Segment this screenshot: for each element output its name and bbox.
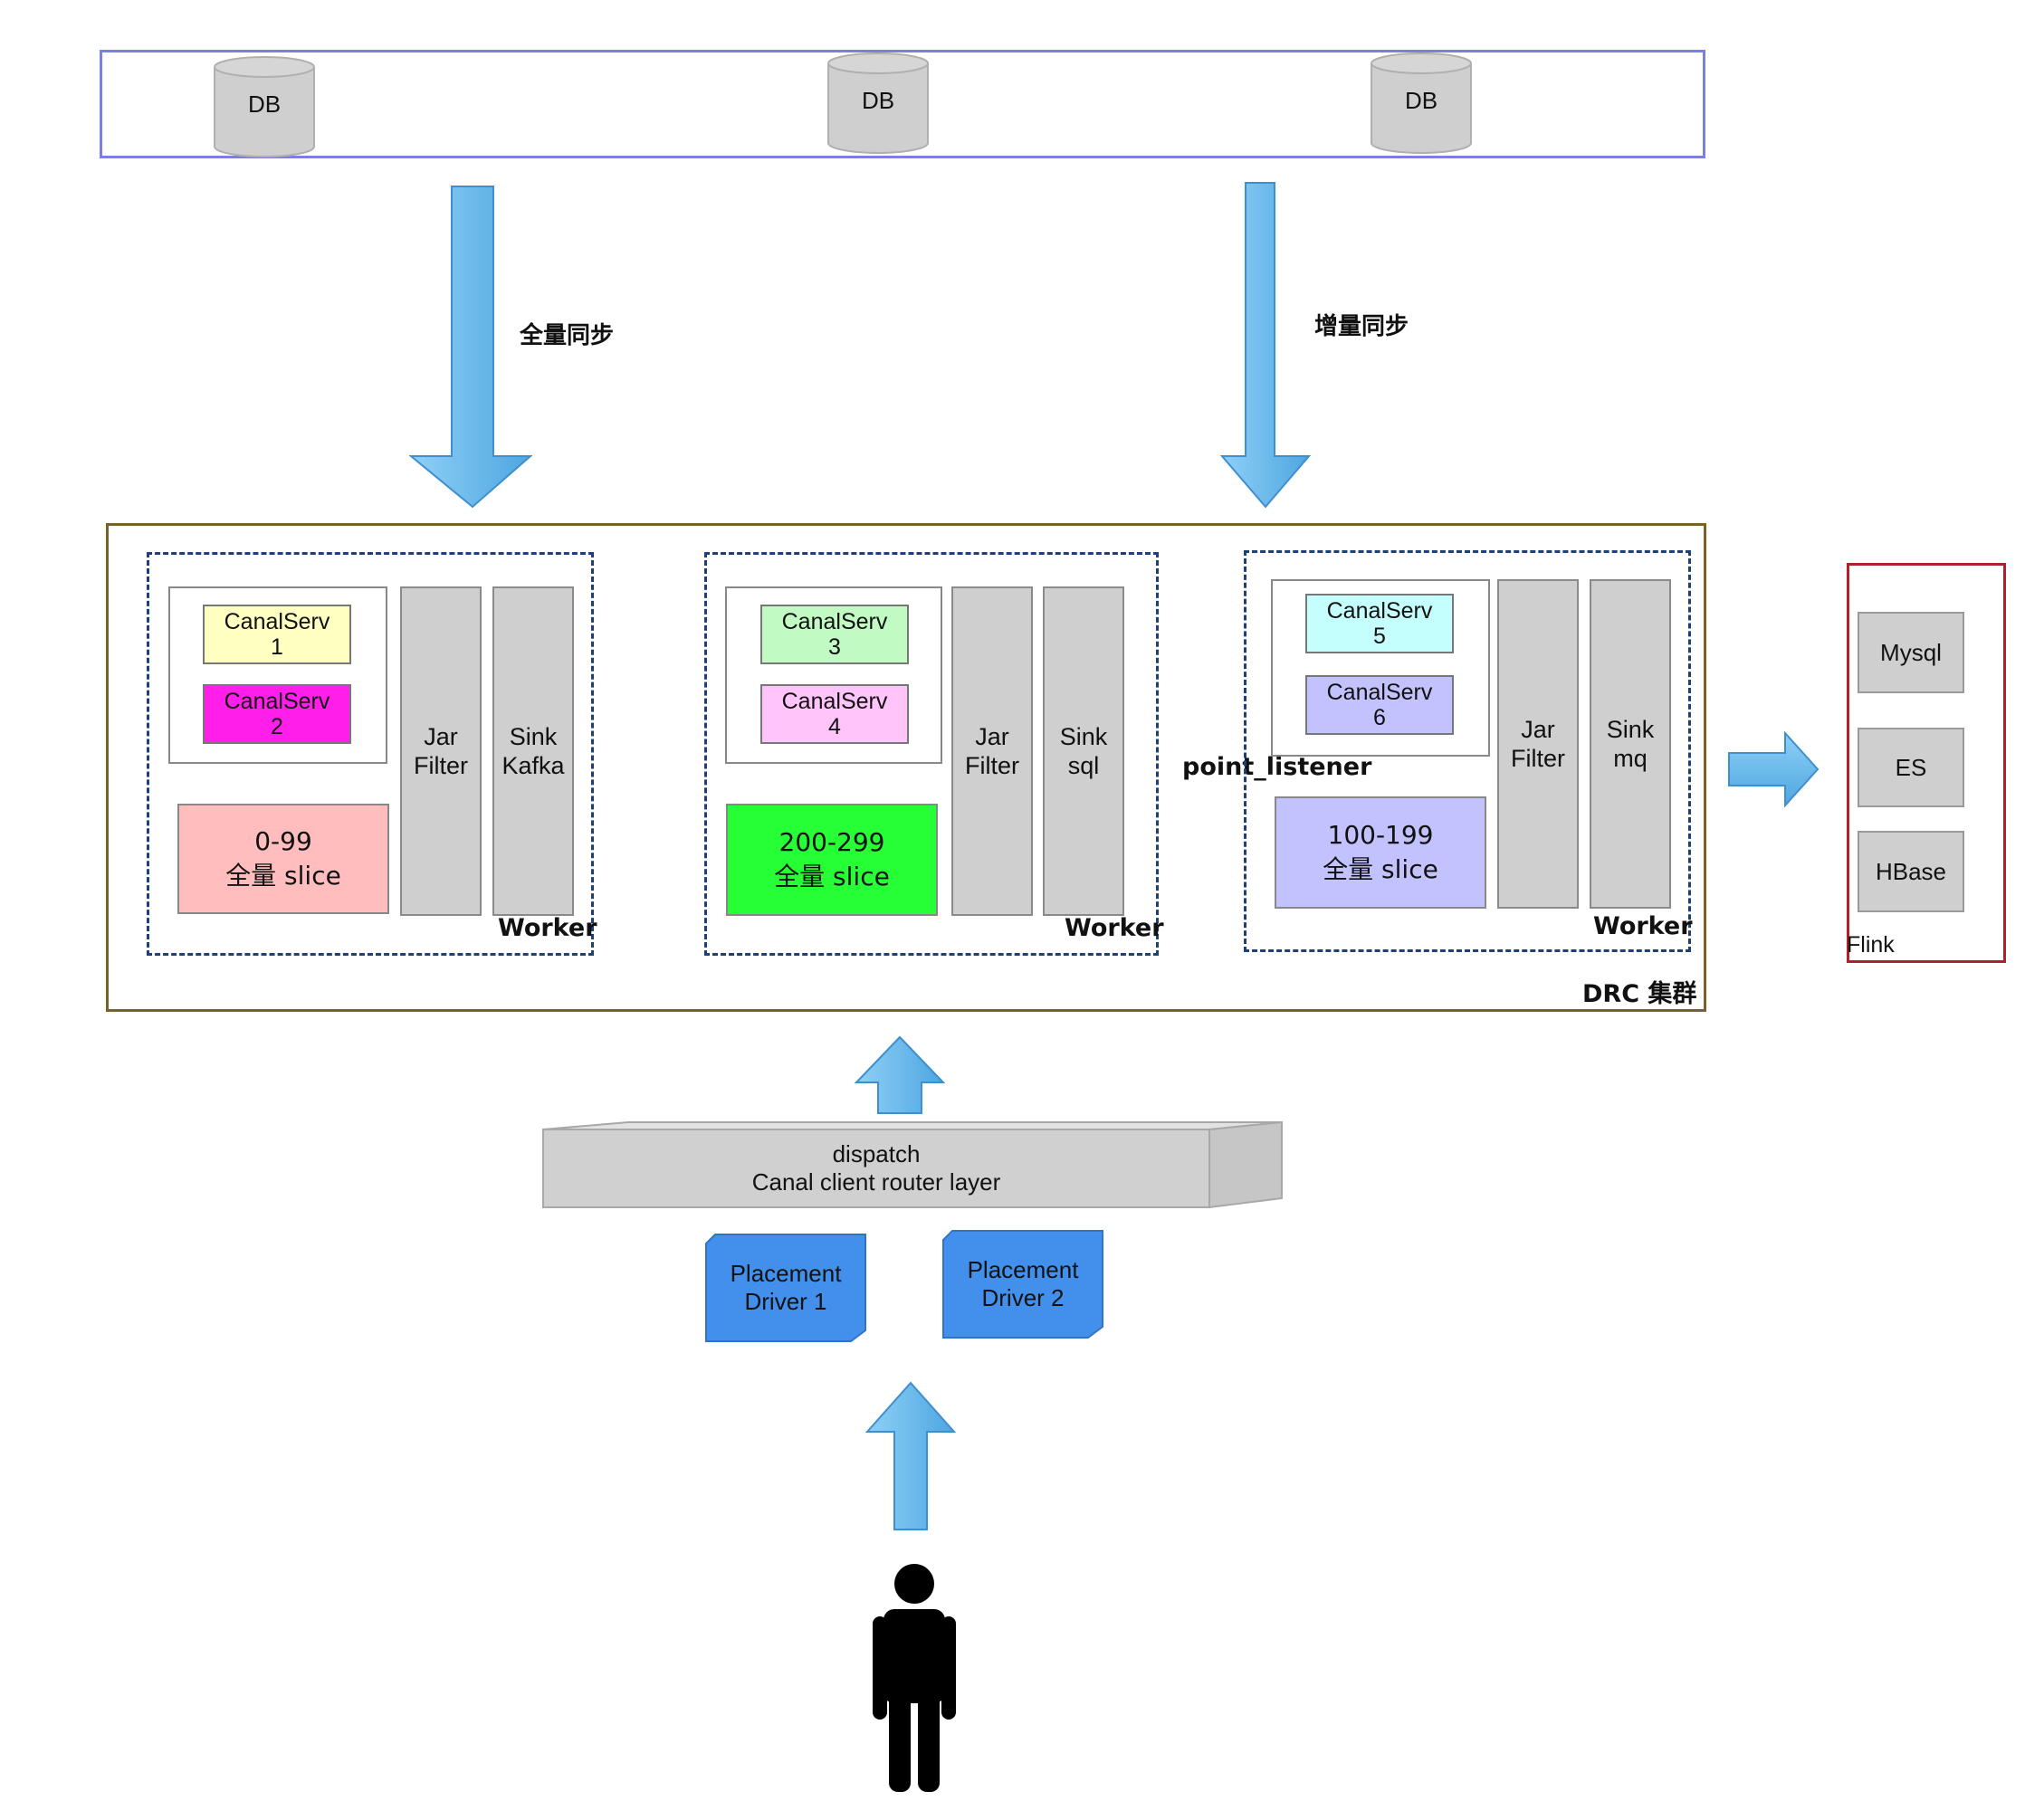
jar-filter-3[interactable]: Jar Filter	[1497, 579, 1579, 909]
sink-sql[interactable]: Sink sql	[1043, 586, 1124, 916]
point-listener-label: point_listener	[1182, 753, 1372, 781]
canal-serv-5[interactable]: CanalServ 5	[1305, 594, 1454, 653]
slice-range: 0-99	[254, 826, 312, 856]
canal-serv-1[interactable]: CanalServ 1	[203, 605, 351, 664]
db-panel	[100, 50, 1705, 158]
flink-label: Flink	[1847, 932, 1895, 958]
dispatch-layer[interactable]: dispatch Canal client router layer	[543, 1129, 1209, 1207]
incremental-sync-label: 增量同步	[1314, 313, 1409, 340]
worker-1[interactable]	[147, 552, 594, 956]
canal-serv-num: 1	[271, 634, 283, 660]
output-arrow-icon	[1728, 731, 1820, 808]
sink-line1: Sink	[1606, 716, 1655, 743]
incremental-sync-arrow-icon	[1219, 182, 1312, 509]
db-cylinder-1[interactable]: DB	[214, 56, 315, 157]
database-icon	[1371, 52, 1472, 154]
canal-serv-num: 3	[828, 634, 841, 660]
canal-serv-name: CanalServ	[224, 689, 330, 714]
worker-label: Worker	[1065, 914, 1164, 942]
worker-3[interactable]	[1244, 550, 1691, 952]
sink-mysql[interactable]: Mysql	[1858, 612, 1964, 693]
dispatch-layer-shape	[542, 1120, 1283, 1209]
slice-range: 200-299	[778, 827, 885, 857]
db-cylinder-3[interactable]: DB	[1371, 52, 1472, 154]
dispatch-line2: Canal client router layer	[751, 1168, 1001, 1196]
slice-0-99[interactable]: 0-99 全量 slice	[177, 804, 389, 914]
full-sync-label: 全量同步	[520, 322, 615, 349]
driver-line2: Driver 2	[981, 1284, 1065, 1311]
sink-line2: sql	[1067, 752, 1100, 779]
worker-2[interactable]	[704, 552, 1159, 956]
sink-hbase[interactable]: HBase	[1858, 831, 1964, 912]
sink-es[interactable]: ES	[1858, 728, 1964, 807]
database-icon	[827, 52, 929, 154]
placement-driver-1[interactable]: Placement Driver 1	[706, 1234, 865, 1341]
driver-line1: Placement	[730, 1260, 842, 1287]
jar-filter-line1: Jar	[975, 723, 1009, 750]
sink-line1: Sink	[509, 723, 558, 750]
placement-driver-1-shape	[705, 1234, 866, 1342]
worker-label: Worker	[498, 914, 597, 942]
user-up-arrow-icon	[865, 1381, 956, 1530]
canal-serv-name: CanalServ	[1326, 680, 1433, 705]
jar-filter-line2: Filter	[414, 752, 468, 779]
jar-filter-line1: Jar	[1521, 716, 1555, 743]
db-cylinder-2[interactable]: DB	[827, 52, 929, 154]
jar-filter-2[interactable]: Jar Filter	[951, 586, 1033, 916]
slice-text: 全量 slice	[225, 861, 341, 891]
canal-serv-name: CanalServ	[1326, 598, 1433, 624]
jar-filter-1[interactable]: Jar Filter	[400, 586, 482, 916]
canal-serv-4[interactable]: CanalServ 4	[760, 684, 909, 744]
db-label: DB	[861, 87, 895, 114]
worker-label: Worker	[1593, 912, 1693, 940]
full-sync-arrow-icon	[409, 186, 532, 509]
slice-text: 全量 slice	[1323, 854, 1438, 884]
dispatch-up-arrow-icon	[855, 1035, 945, 1114]
drc-cluster	[106, 523, 1706, 1012]
jar-filter-line2: Filter	[965, 752, 1019, 779]
canal-serv-2[interactable]: CanalServ 2	[203, 684, 351, 744]
placement-driver-2[interactable]: Placement Driver 2	[943, 1231, 1103, 1338]
sink-mq[interactable]: Sink mq	[1590, 579, 1671, 909]
slice-100-199[interactable]: 100-199 全量 slice	[1275, 796, 1486, 909]
user-icon	[873, 1564, 956, 1792]
canal-serv-name: CanalServ	[781, 689, 888, 714]
canal-serv-num: 4	[828, 714, 841, 739]
canal-serv-num: 2	[271, 714, 283, 739]
jar-filter-line1: Jar	[424, 723, 458, 750]
slice-text: 全量 slice	[774, 862, 890, 891]
database-icon	[214, 56, 315, 157]
canal-serv-name: CanalServ	[224, 609, 330, 634]
canal-serv-name: CanalServ	[781, 609, 888, 634]
driver-line1: Placement	[967, 1256, 1079, 1283]
flink-panel	[1847, 563, 2006, 963]
drc-cluster-label: DRC 集群	[1582, 980, 1697, 1008]
placement-driver-2-shape	[942, 1230, 1103, 1339]
canal-serv-6[interactable]: CanalServ 6	[1305, 675, 1454, 735]
db-label: DB	[247, 91, 282, 118]
slice-200-299[interactable]: 200-299 全量 slice	[726, 804, 938, 916]
sink-kafka[interactable]: Sink Kafka	[492, 586, 574, 916]
canal-serv-3[interactable]: CanalServ 3	[760, 605, 909, 664]
sink-line2: mq	[1613, 745, 1648, 772]
jar-filter-line2: Filter	[1511, 745, 1565, 772]
sink-line2: Kafka	[501, 752, 565, 779]
canal-serv-num: 6	[1373, 705, 1386, 730]
db-label: DB	[1404, 87, 1438, 114]
slice-range: 100-199	[1327, 820, 1434, 850]
dispatch-line1: dispatch	[832, 1140, 921, 1167]
driver-line2: Driver 1	[744, 1288, 827, 1315]
canal-serv-num: 5	[1373, 624, 1386, 649]
sink-line1: Sink	[1059, 723, 1108, 750]
